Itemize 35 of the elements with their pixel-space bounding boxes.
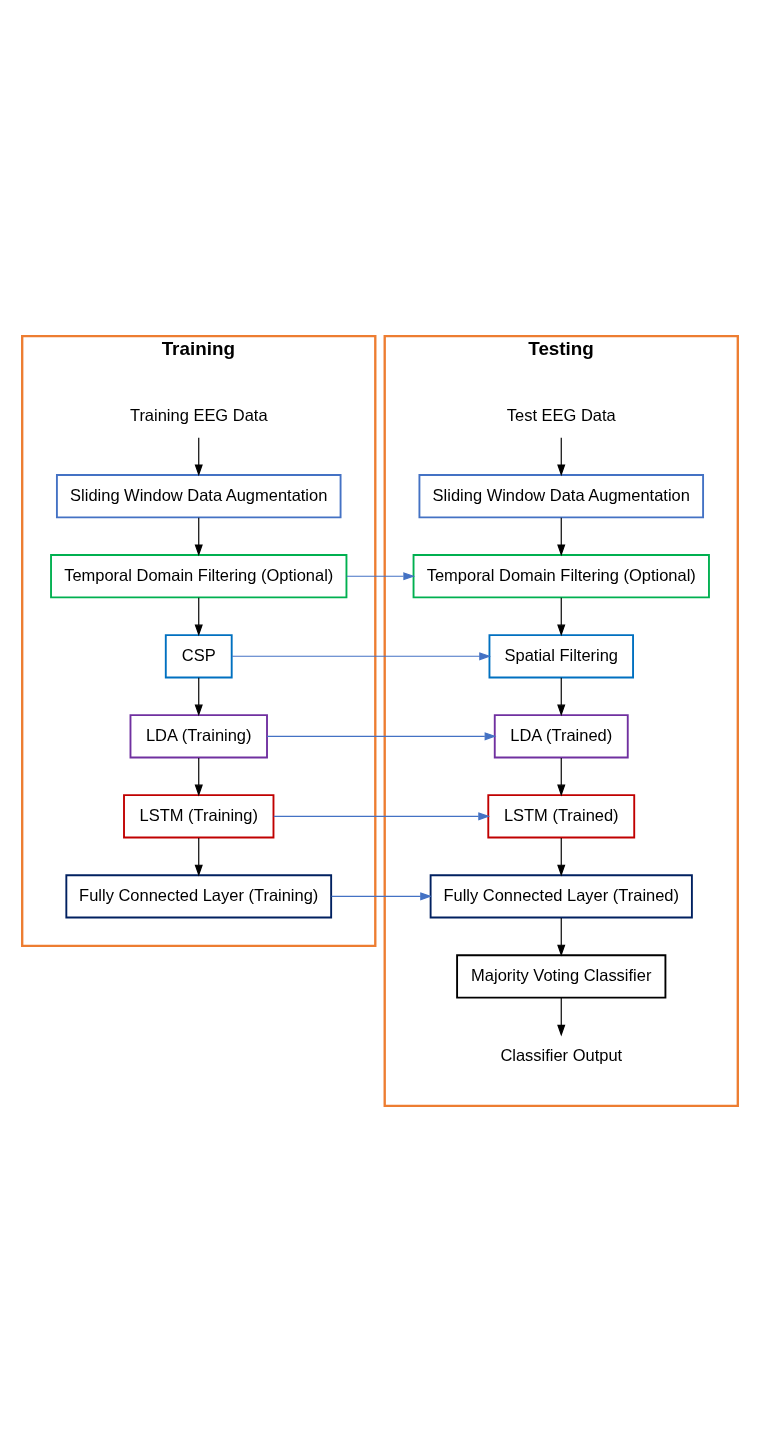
arrow — [557, 436, 566, 476]
arrow — [194, 676, 203, 716]
node-box: LSTM (Training) — [123, 793, 275, 838]
node-box: LSTM (Trained) — [487, 793, 636, 838]
node-box: Fully Connected Layer (Training) — [65, 873, 333, 918]
arrow — [557, 516, 566, 556]
arrow — [194, 516, 203, 556]
arrow — [194, 596, 203, 636]
arrow — [346, 571, 416, 580]
node-box: Temporal Domain Filtering (Optional) — [50, 553, 348, 598]
arrow — [557, 676, 566, 716]
arrow — [557, 916, 566, 956]
arrow — [330, 891, 432, 900]
node-box: LDA (Training) — [129, 713, 268, 758]
node-text: Test EEG Data — [506, 405, 616, 424]
arrow — [557, 996, 566, 1036]
node-text: Classifier Output — [500, 1045, 623, 1064]
node-text: Training EEG Data — [129, 405, 268, 424]
arrow — [557, 756, 566, 796]
node-box: Spatial Filtering — [488, 633, 634, 678]
node-box: LDA (Trained) — [493, 713, 629, 758]
node-box: Sliding Window Data Augmentation — [418, 473, 705, 518]
arrow — [557, 596, 566, 636]
arrow — [273, 811, 491, 820]
node-box: CSP — [164, 633, 233, 678]
arrow — [231, 651, 492, 660]
node-box: Fully Connected Layer (Trained) — [429, 873, 693, 918]
arrow — [194, 436, 203, 476]
node-box: Majority Voting Classifier — [456, 953, 667, 999]
arrow — [194, 836, 203, 876]
arrow — [194, 756, 203, 796]
arrow — [557, 836, 566, 876]
node-box: Sliding Window Data Augmentation — [56, 473, 342, 518]
arrow — [266, 731, 497, 740]
node-box: Temporal Domain Filtering (Optional) — [412, 553, 710, 598]
